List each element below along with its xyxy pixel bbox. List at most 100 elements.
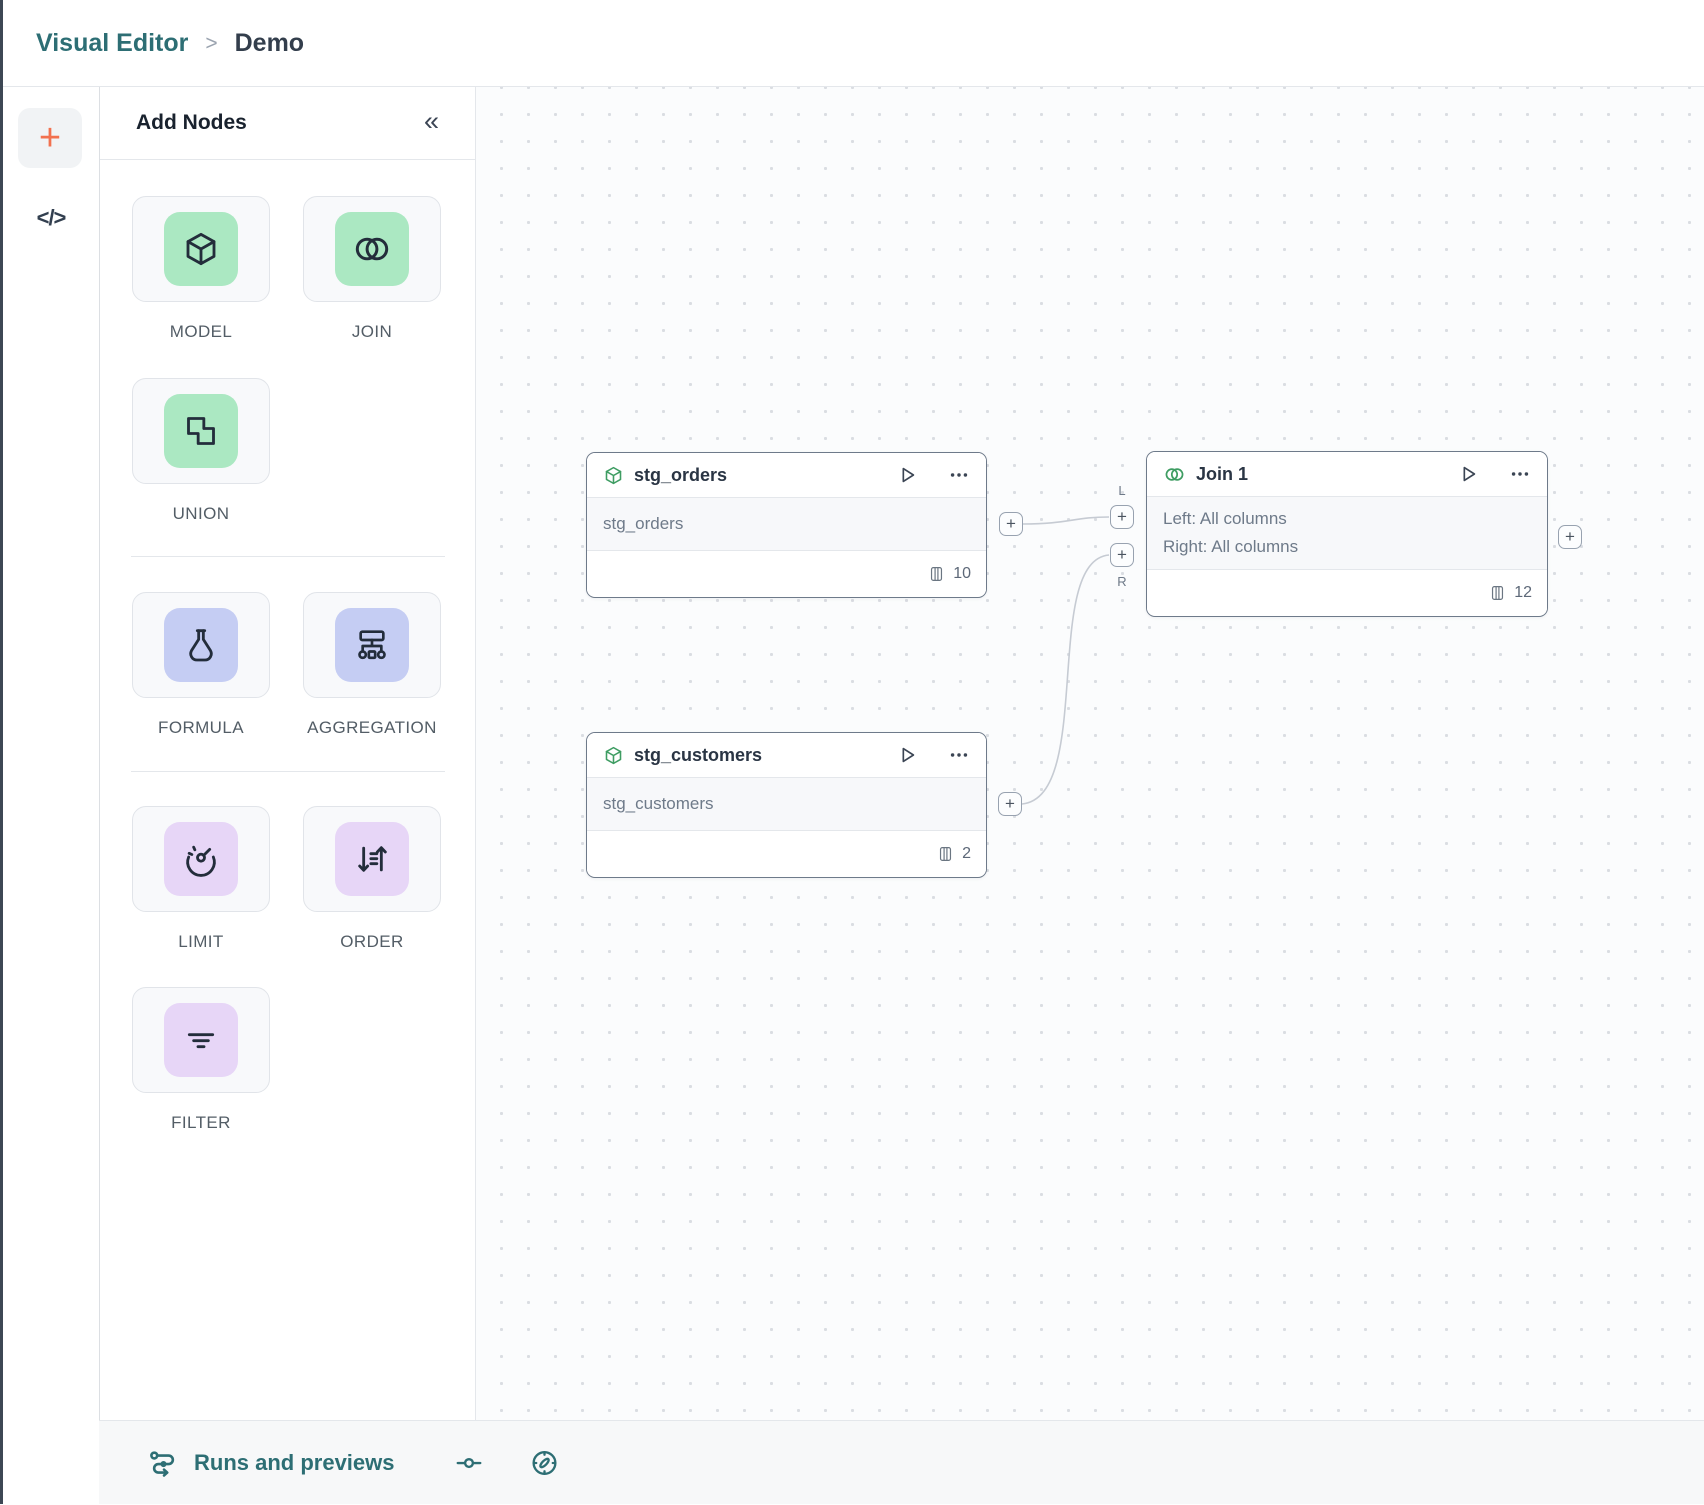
node-header: stg_customers [587, 733, 986, 777]
node-body: Left: All columns Right: All columns [1147, 496, 1547, 570]
plus-icon: + [1005, 794, 1015, 813]
breadcrumb-page-title: Demo [234, 28, 305, 57]
model-cube-icon [603, 465, 624, 486]
palette-divider [131, 771, 445, 772]
filter-icon [181, 1020, 221, 1060]
palette-tile [164, 394, 238, 468]
model-cube-icon [603, 745, 624, 766]
code-icon: </> [36, 205, 67, 230]
port-join-right-input[interactable]: + [1110, 543, 1134, 567]
palette-item-model[interactable]: MODEL [132, 196, 270, 342]
panel-title: Add Nodes [136, 111, 247, 134]
cube-icon [181, 229, 221, 269]
collapse-panel-icon[interactable]: « [423, 105, 439, 136]
node-body: stg_orders [587, 497, 986, 551]
palette-tile [164, 822, 238, 896]
runs-route-icon [147, 1447, 180, 1480]
node-title: Join 1 [1196, 463, 1249, 484]
join-icon [351, 228, 393, 270]
palette-tile [164, 212, 238, 286]
code-view-button[interactable]: </> [3, 205, 99, 231]
palette-card [303, 806, 441, 912]
node-footer: 2 [587, 831, 986, 876]
add-button[interactable]: + [18, 108, 82, 168]
palette-item-join[interactable]: JOIN [303, 196, 441, 342]
palette-tile [335, 212, 409, 286]
palette-card [132, 196, 270, 302]
palette-card [132, 378, 270, 484]
plus-icon: + [1117, 507, 1127, 526]
port-label-right: R [1117, 574, 1127, 589]
palette-item-order[interactable]: ORDER [303, 806, 441, 952]
node-stg-orders[interactable]: stg_orders stg_orders 10 [586, 452, 987, 598]
breadcrumb: Visual Editor > Demo [3, 0, 1704, 87]
node-body: stg_customers [587, 777, 986, 831]
edge-orders-to-join [1022, 516, 1110, 525]
columns-icon [1489, 583, 1506, 603]
column-count: 2 [962, 844, 971, 862]
port-stg-customers-output[interactable]: + [998, 792, 1022, 816]
node-stg-customers[interactable]: stg_customers stg_customers 2 [586, 732, 987, 878]
status-bar: Runs and previews [99, 1420, 1704, 1504]
join-left-config: Left: All columns [1163, 509, 1287, 528]
node-menu-icon[interactable] [948, 464, 970, 486]
add-nodes-panel: Add Nodes « MODEL [99, 87, 476, 1420]
node-footer: 12 [1147, 570, 1547, 615]
palette-label: UNION [172, 504, 230, 523]
breadcrumb-separator: > [205, 32, 218, 55]
plus-icon: + [38, 116, 62, 159]
run-node-icon[interactable] [1457, 463, 1479, 485]
palette-item-formula[interactable]: FORMULA [132, 592, 270, 738]
palette-card [303, 592, 441, 698]
palette-item-union[interactable]: UNION [132, 378, 270, 524]
plus-icon: + [1565, 527, 1575, 546]
palette-tile [335, 608, 409, 682]
column-count: 10 [953, 564, 971, 582]
palette-label: FILTER [171, 1113, 231, 1132]
palette-label: FORMULA [158, 718, 244, 737]
palette-label: ORDER [340, 932, 404, 951]
palette-label: LIMIT [178, 932, 224, 951]
palette-divider [131, 556, 445, 557]
node-source-name: stg_customers [603, 794, 714, 813]
palette-label: AGGREGATION [307, 718, 437, 737]
palette-label: MODEL [169, 322, 233, 341]
palette-label: JOIN [351, 322, 393, 341]
node-title: stg_customers [634, 744, 763, 765]
node-menu-icon[interactable] [1509, 463, 1531, 485]
pipeline-canvas[interactable]: stg_orders stg_orders 10 stg_c [476, 87, 1704, 1420]
node-join-1[interactable]: Join 1 Left: All columns Right: All colu… [1146, 451, 1548, 617]
columns-icon [928, 564, 945, 584]
columns-icon [937, 844, 954, 864]
palette-item-filter[interactable]: FILTER [132, 987, 270, 1133]
node-menu-icon[interactable] [948, 744, 970, 766]
node-header: Join 1 [1147, 452, 1547, 496]
palette-item-limit[interactable]: LIMIT [132, 806, 270, 952]
commit-icon[interactable] [454, 1448, 484, 1478]
node-source-name: stg_orders [603, 514, 684, 533]
left-rail: + </> [3, 87, 99, 1504]
palette-tile [335, 822, 409, 896]
palette-tile [164, 1003, 238, 1077]
run-node-icon[interactable] [896, 744, 918, 766]
node-footer: 10 [587, 551, 986, 596]
run-node-icon[interactable] [896, 464, 918, 486]
port-join-output[interactable]: + [1558, 525, 1582, 549]
node-title: stg_orders [634, 464, 728, 485]
column-count: 12 [1514, 583, 1532, 601]
node-header: stg_orders [587, 453, 986, 497]
add-nodes-header: Add Nodes « [100, 87, 475, 160]
palette-card [303, 196, 441, 302]
port-stg-orders-output[interactable]: + [999, 512, 1023, 536]
join-right-config: Right: All columns [1163, 537, 1299, 556]
join-circles-icon [1163, 463, 1186, 486]
runs-and-previews-label: Runs and previews [194, 1450, 395, 1475]
runs-and-previews-button[interactable]: Runs and previews [147, 1421, 395, 1505]
compass-icon[interactable] [529, 1447, 560, 1478]
union-icon [181, 411, 221, 451]
port-join-left-input[interactable]: + [1110, 505, 1134, 529]
palette-card [132, 592, 270, 698]
breadcrumb-visual-editor[interactable]: Visual Editor [36, 28, 189, 57]
app-left-border [0, 0, 3, 1504]
palette-item-aggregation[interactable]: AGGREGATION [303, 592, 441, 738]
